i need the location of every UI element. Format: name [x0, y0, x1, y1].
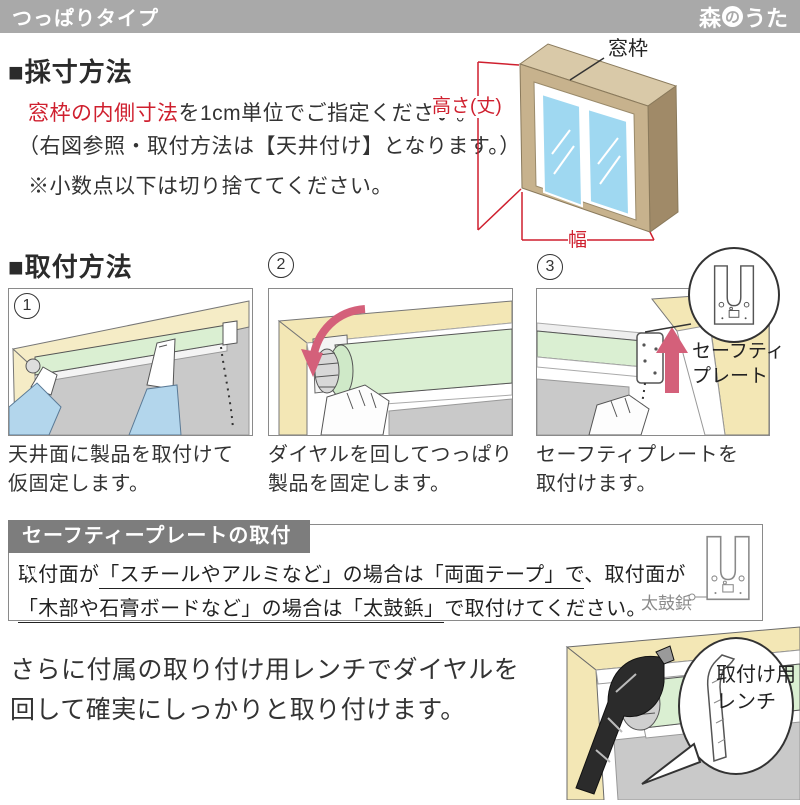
- window-figure: 窓枠 高さ(丈) 幅: [430, 34, 800, 260]
- measure-lead-rest: を1cm単位でご指定ください。: [178, 102, 478, 125]
- window-width-label: 幅: [568, 230, 588, 252]
- safety-plate-icon: [713, 265, 755, 325]
- step3-box: [536, 288, 770, 436]
- safety-text-line2: 「木部や石膏ボードなど」の場合は「太鼓鋲」で取付けてください。: [18, 592, 647, 623]
- tack-label: 太鼓鋲: [641, 594, 692, 613]
- safety-plate-icon-small: [706, 535, 750, 601]
- brand-logo: 森のうた: [699, 1, 788, 33]
- wrench-callout-icon: [706, 654, 736, 763]
- safety-section-header: セーフティープレートの取付け: [8, 520, 310, 580]
- safety-plate-callout-label: セーフティ プレート: [692, 341, 785, 387]
- step2-illustration: [277, 300, 513, 436]
- wrench-instruction-text: さらに付属の取り付け用レンチでダイヤルを 回して確実にしっかりと取り付けます。: [10, 656, 520, 724]
- wrench-icon: [575, 645, 675, 795]
- rotate-arrow-icon: [309, 305, 366, 360]
- measure-note: ※小数点以下は切り捨ててください。: [28, 175, 393, 198]
- safety-plate-callout: [688, 247, 780, 343]
- window-frame-label: 窓枠: [608, 38, 648, 60]
- measure-lead-red: 窓枠の内側寸法: [28, 102, 179, 125]
- brand-logo-pre: 森: [698, 5, 721, 31]
- measure-heading: ■採寸方法: [8, 57, 133, 87]
- step1-number: 1: [14, 293, 40, 319]
- window-height-label: 高さ(丈): [432, 96, 502, 118]
- brand-logo-leaf: の: [721, 6, 743, 27]
- measure-lead: 窓枠の内側寸法を1cm単位でご指定ください。: [28, 97, 478, 127]
- step1-box: [8, 288, 253, 436]
- window-illustration: [477, 43, 679, 241]
- brand-logo-post: うた: [743, 5, 788, 31]
- step1-caption: 天井面に製品を取付けて 仮固定します。: [8, 444, 234, 495]
- product-type-title: つっぱりタイプ: [12, 8, 159, 30]
- callout-pointer-line: [645, 323, 692, 333]
- step2-box: [268, 288, 513, 436]
- step3-number: 3: [537, 254, 563, 280]
- step1-illustration: [8, 300, 250, 436]
- measure-lead-line2: （右図参照・取付方法は【天井付け】となります。）: [18, 135, 521, 158]
- up-arrow-icon: [656, 327, 688, 393]
- step2-caption: ダイヤルを回してつっぱり 製品を固定します。: [268, 444, 513, 495]
- wrench-callout-label: 取付け用 レンチ: [716, 664, 796, 713]
- safety-text-line1: 取付面が「スチールやアルミなど」の場合は「両面テープ」で、取付面が: [18, 558, 686, 589]
- step2-number: 2: [268, 252, 294, 278]
- wrench-callout-tail: [641, 742, 702, 785]
- tack-pointer-line: [688, 593, 708, 601]
- step3-caption: セーフティプレートを 取付けます。: [536, 444, 739, 495]
- topbar: つっぱりタイプ 森のうた: [0, 0, 800, 33]
- install-heading: ■取付方法: [8, 252, 133, 282]
